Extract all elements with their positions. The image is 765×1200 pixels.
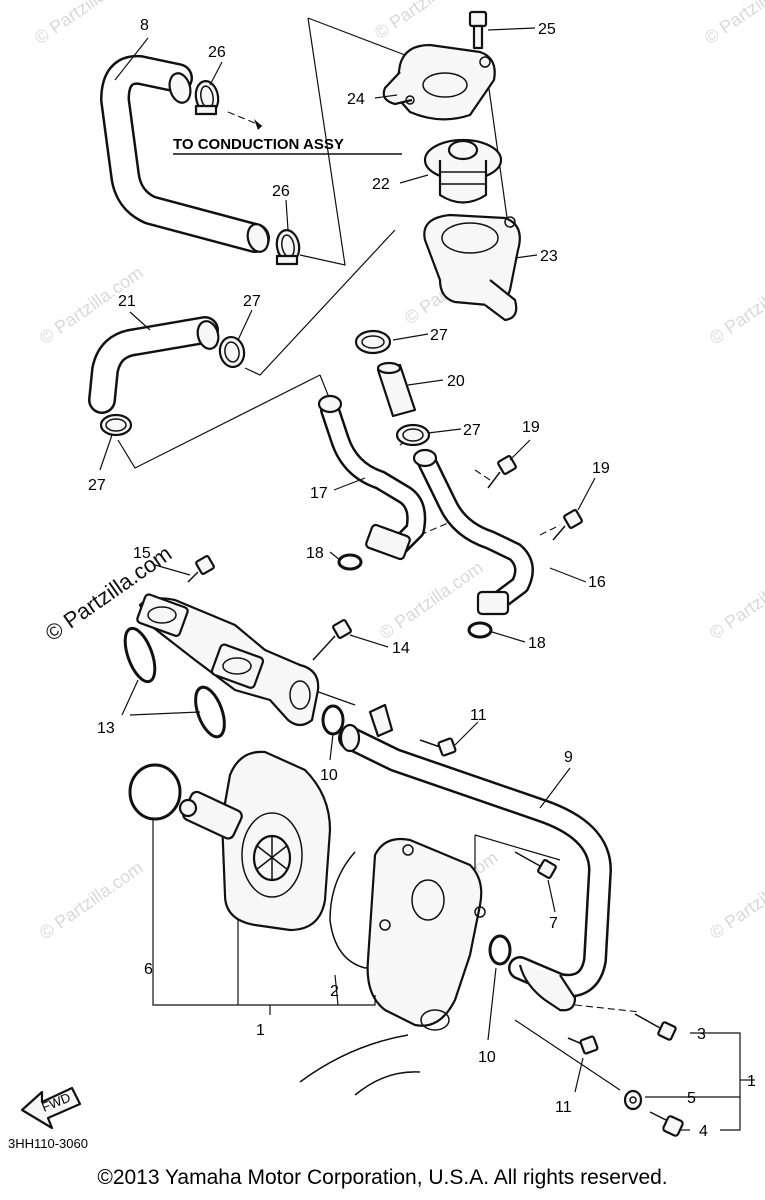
callout-18: 18 [528, 635, 546, 652]
callout-10: 10 [320, 767, 338, 784]
fwd-arrow: FWD [20, 1086, 82, 1130]
watermark: © Partzilla.com [706, 857, 765, 943]
callout-26: 26 [272, 183, 290, 200]
callout-10: 10 [478, 1049, 496, 1066]
callout-19: 19 [522, 419, 540, 436]
callouts: 8 26 26 25 24 22 23 21 27 27 27 20 27 19… [88, 17, 756, 1140]
watermark: © Partzilla.com [36, 857, 147, 943]
callout-19: 19 [592, 460, 610, 477]
o-ring-10-a [321, 704, 345, 736]
callout-6: 6 [144, 961, 153, 978]
callout-21: 21 [118, 293, 136, 310]
callout-17: 17 [310, 485, 328, 502]
diagram-code: 3HH110-3060 [8, 1136, 88, 1151]
washer-5 [623, 1089, 643, 1111]
bolt-11-a [419, 737, 457, 757]
callout-7: 7 [549, 915, 558, 932]
pipe-9 [338, 703, 612, 1012]
pipe-16 [412, 448, 534, 616]
bolt-4 [649, 1111, 684, 1137]
conduction-annotation: TO CONDUCTION ASSY [173, 111, 402, 155]
bolt-19-b [552, 509, 583, 541]
clamp-27-c [354, 329, 392, 355]
callout-18: 18 [306, 545, 324, 562]
callout-13: 13 [97, 720, 115, 737]
callout-leaders [99, 27, 755, 1131]
watermark: © Partzilla.com [371, 0, 482, 43]
callout-20: 20 [447, 373, 465, 390]
clamp-26-lower [275, 229, 301, 266]
callout-27: 27 [463, 422, 481, 439]
o-ring-18-a [337, 553, 363, 571]
callout-27: 27 [88, 477, 106, 494]
callout-11: 11 [555, 1099, 572, 1116]
o-ring-13-a [123, 626, 157, 684]
callout-1: 1 [747, 1073, 756, 1090]
callout-23: 23 [540, 248, 558, 265]
watermark: © Partzilla.com [31, 0, 142, 48]
bolt-7 [514, 851, 557, 879]
clamp-27-b [99, 413, 133, 437]
bolt-25 [468, 10, 488, 50]
watermark: © Partzilla.com [706, 557, 765, 643]
callout-26: 26 [208, 44, 226, 61]
thermostat-housing-23 [423, 213, 521, 322]
watermarks: © Partzilla.com © Partzilla.com © Partzi… [31, 0, 765, 943]
water-pump-cover [366, 837, 486, 1031]
callout-4: 4 [699, 1123, 708, 1140]
o-ring-13-b [194, 685, 226, 739]
hose-8 [100, 54, 270, 253]
to-conduction-assy-label: TO CONDUCTION ASSY [173, 136, 344, 153]
clamp-27-a [218, 335, 246, 369]
watermark: © Partzilla.com [706, 262, 765, 348]
callout-2: 2 [330, 983, 339, 1000]
clamp-26-upper [194, 80, 220, 116]
callout-14: 14 [392, 640, 410, 657]
callout-11: 11 [470, 707, 487, 724]
callout-24: 24 [347, 91, 365, 108]
callout-27: 27 [430, 327, 448, 344]
engine-hose-outline [299, 1034, 421, 1096]
callout-8: 8 [140, 17, 149, 34]
o-ring-18-b [467, 621, 493, 639]
watermark: © Partzilla.com [701, 0, 765, 48]
thermostat-cover-24 [382, 43, 496, 121]
bolt-15 [187, 555, 215, 583]
bolt-3 [634, 1013, 677, 1041]
callout-9: 9 [564, 749, 573, 766]
callout-1: 1 [256, 1022, 265, 1039]
bolt-14 [312, 619, 352, 661]
clamp-27-d [395, 423, 431, 447]
callout-25: 25 [538, 21, 556, 38]
callout-16: 16 [588, 574, 606, 591]
o-ring-6 [128, 763, 182, 821]
callout-27: 27 [243, 293, 261, 310]
callout-15: 15 [133, 545, 151, 562]
hose-20 [376, 361, 417, 418]
callout-22: 22 [372, 176, 390, 193]
callout-5: 5 [687, 1090, 696, 1107]
bolt-11-b [567, 1035, 599, 1055]
bolt-19-a [487, 455, 517, 489]
hose-21 [88, 316, 220, 414]
coolant-manifold [136, 593, 320, 727]
gasket-2 [329, 851, 391, 969]
o-ring-10-b [488, 934, 512, 966]
thermostat-22 [423, 138, 503, 204]
callout-3: 3 [697, 1026, 706, 1043]
pipe-17 [317, 394, 427, 561]
water-pump-housing [178, 750, 332, 932]
copyright-notice: ©2013 Yamaha Motor Corporation, U.S.A. A… [97, 1166, 668, 1189]
